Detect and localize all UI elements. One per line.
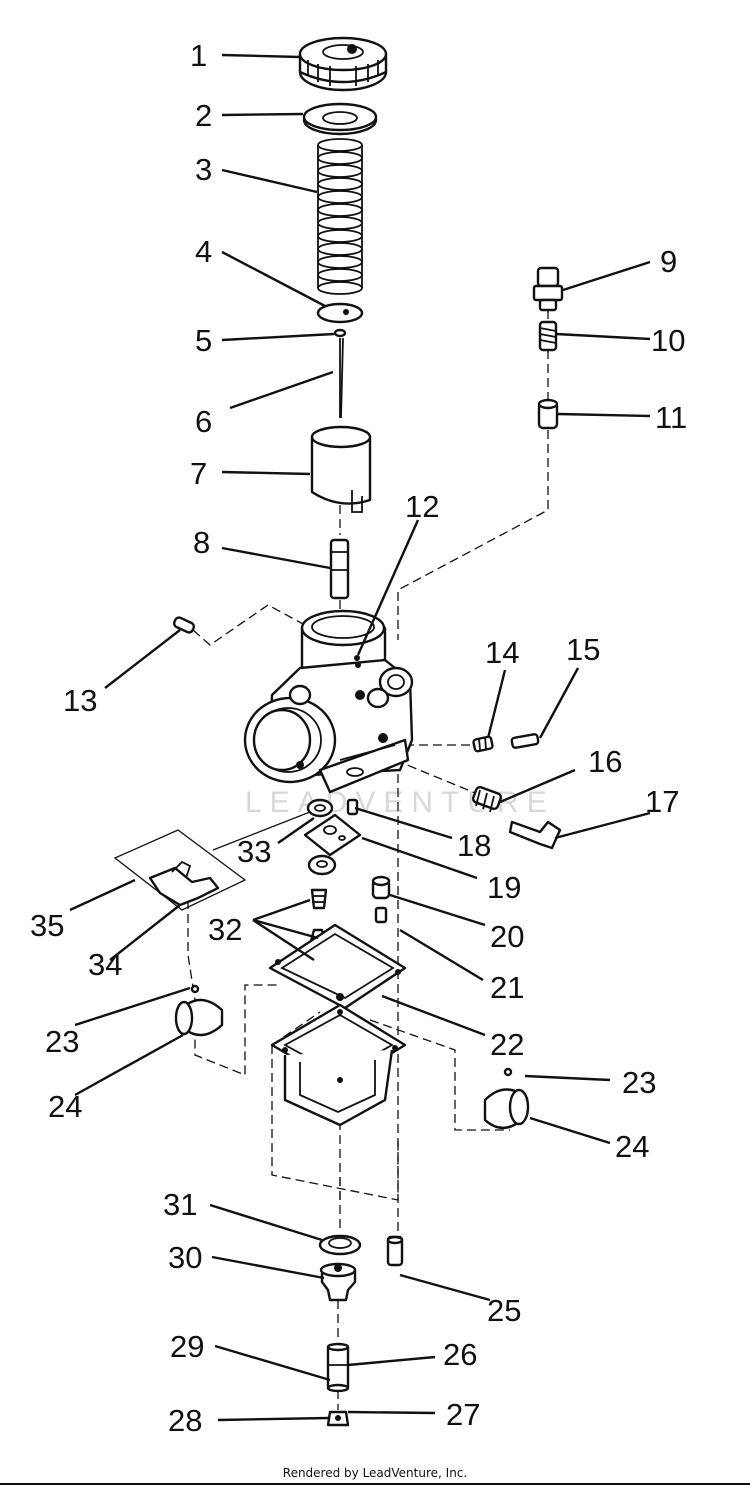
callout-8: 8 bbox=[193, 525, 210, 560]
main-jet-28 bbox=[326, 1410, 350, 1427]
axis-line bbox=[187, 900, 280, 1076]
callout-2: 2 bbox=[195, 98, 212, 133]
float-bowl-box bbox=[271, 1011, 321, 1046]
callout-15: 15 bbox=[566, 632, 600, 667]
spring bbox=[317, 138, 363, 295]
callout-18: 18 bbox=[457, 828, 491, 863]
float-bowl-22 bbox=[270, 1003, 407, 1127]
callout-11: 11 bbox=[655, 400, 687, 435]
callout-6: 6 bbox=[195, 404, 212, 439]
plate-19 bbox=[303, 813, 362, 857]
callout-numbers: 1 2 3 4 5 6 7 8 9 10 11 12 13 14 15 16 1… bbox=[30, 38, 687, 1438]
callout-29: 29 bbox=[170, 1329, 204, 1364]
callout-3: 3 bbox=[195, 152, 212, 187]
spring-16 bbox=[471, 785, 503, 813]
callout-26: 26 bbox=[443, 1337, 477, 1372]
callout-24-right: 24 bbox=[615, 1129, 649, 1164]
callout-1: 1 bbox=[190, 38, 207, 73]
axis-line bbox=[397, 430, 549, 640]
callout-35: 35 bbox=[30, 908, 64, 943]
footer-credit: Rendered by LeadVenture, Inc. bbox=[282, 1466, 468, 1480]
bore-hole bbox=[354, 655, 360, 661]
spring-14 bbox=[472, 735, 494, 753]
callout-17: 17 bbox=[645, 784, 679, 819]
needle-clip bbox=[333, 328, 347, 338]
callout-21: 21 bbox=[490, 970, 524, 1005]
carburetor-body bbox=[243, 609, 414, 794]
callout-23-right: 23 bbox=[622, 1065, 656, 1100]
pin-13 bbox=[172, 616, 196, 634]
callout-28: 28 bbox=[168, 1403, 202, 1438]
callout-4: 4 bbox=[195, 234, 212, 269]
callout-22: 22 bbox=[490, 1027, 524, 1062]
jet-holder-30 bbox=[319, 1262, 357, 1302]
callout-9: 9 bbox=[660, 244, 677, 279]
fitting-11 bbox=[537, 398, 559, 430]
washer bbox=[302, 102, 378, 136]
jet-20 bbox=[371, 875, 391, 924]
callout-33: 33 bbox=[237, 834, 271, 869]
callout-27: 27 bbox=[446, 1397, 480, 1432]
callout-16: 16 bbox=[588, 744, 622, 779]
axis-line bbox=[192, 604, 306, 646]
callout-5: 5 bbox=[195, 323, 212, 358]
jet-needle bbox=[339, 337, 344, 419]
tube-29 bbox=[326, 1342, 350, 1393]
callout-31: 31 bbox=[163, 1187, 197, 1222]
callout-25: 25 bbox=[487, 1293, 521, 1328]
idle-screw-17 bbox=[508, 820, 562, 850]
callout-12: 12 bbox=[405, 489, 439, 524]
axis-line bbox=[369, 1019, 510, 1131]
float-24-left bbox=[174, 984, 224, 1037]
callout-20: 20 bbox=[490, 919, 524, 954]
axis-line bbox=[394, 759, 481, 796]
float-bowl-box bbox=[271, 1045, 399, 1201]
float-24-right bbox=[483, 1067, 530, 1129]
callout-23-left: 23 bbox=[45, 1024, 79, 1059]
washer-33 bbox=[307, 854, 337, 876]
spring-10 bbox=[538, 320, 558, 352]
spring-seat bbox=[316, 302, 364, 324]
fitting-9 bbox=[532, 266, 564, 312]
throttle-valve bbox=[310, 425, 372, 513]
leader-lines bbox=[69, 53, 651, 1422]
gasket-18 bbox=[306, 798, 359, 818]
top-cap bbox=[298, 36, 388, 92]
float-arm-34 bbox=[148, 860, 220, 907]
callout-14: 14 bbox=[485, 635, 519, 670]
callout-10: 10 bbox=[651, 323, 685, 358]
callout-30: 30 bbox=[168, 1240, 202, 1275]
needle-jet bbox=[329, 538, 350, 600]
callout-13: 13 bbox=[63, 683, 97, 718]
callout-34: 34 bbox=[88, 947, 122, 982]
callout-19: 19 bbox=[487, 870, 521, 905]
callout-32: 32 bbox=[208, 912, 242, 947]
callout-24-left: 24 bbox=[48, 1089, 82, 1124]
callout-7: 7 bbox=[190, 456, 207, 491]
screw-15 bbox=[510, 733, 540, 749]
clip-guide-line bbox=[212, 809, 316, 851]
bowl-gasket-21 bbox=[268, 923, 407, 1010]
footer-divider bbox=[0, 1483, 750, 1485]
gasket-31 bbox=[318, 1234, 362, 1256]
screw-25 bbox=[386, 1235, 404, 1267]
watermark: LEADVENTURE bbox=[245, 786, 555, 819]
